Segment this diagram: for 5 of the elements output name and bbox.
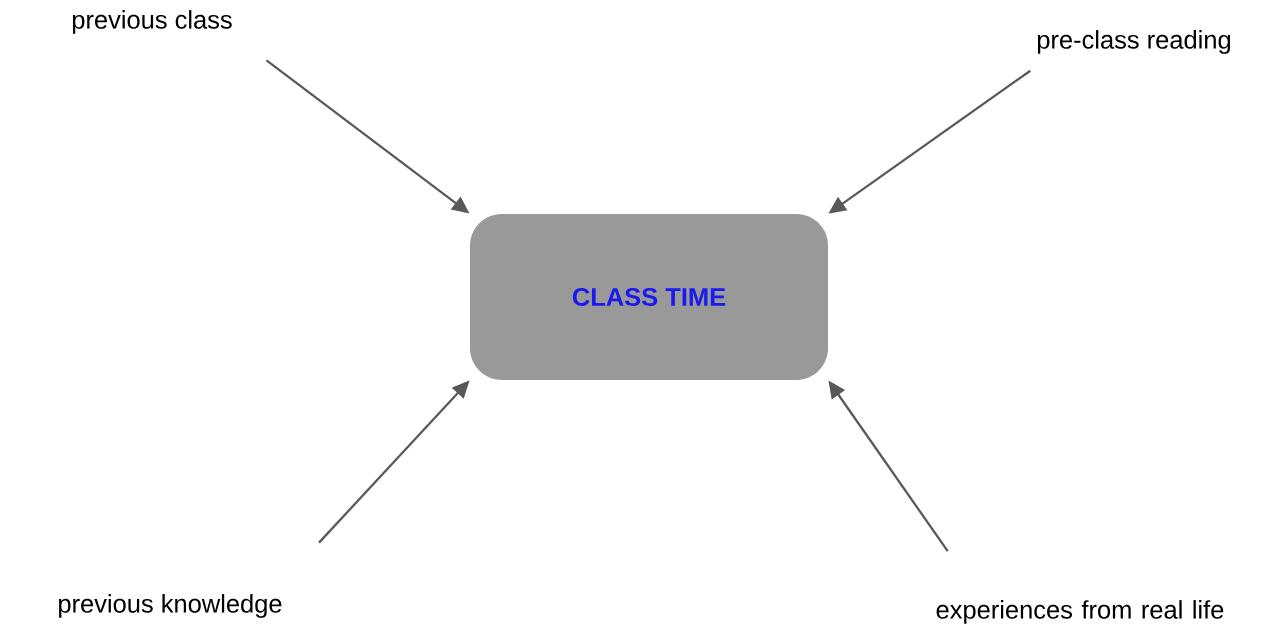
node-label: previous class [72, 10, 232, 34]
class-box: CLASS TIME [470, 214, 828, 380]
node-label: pre-class reading [1037, 30, 1231, 54]
node-label: previous knowledge [59, 594, 282, 618]
node-label: experiences from real life [936, 600, 1224, 624]
